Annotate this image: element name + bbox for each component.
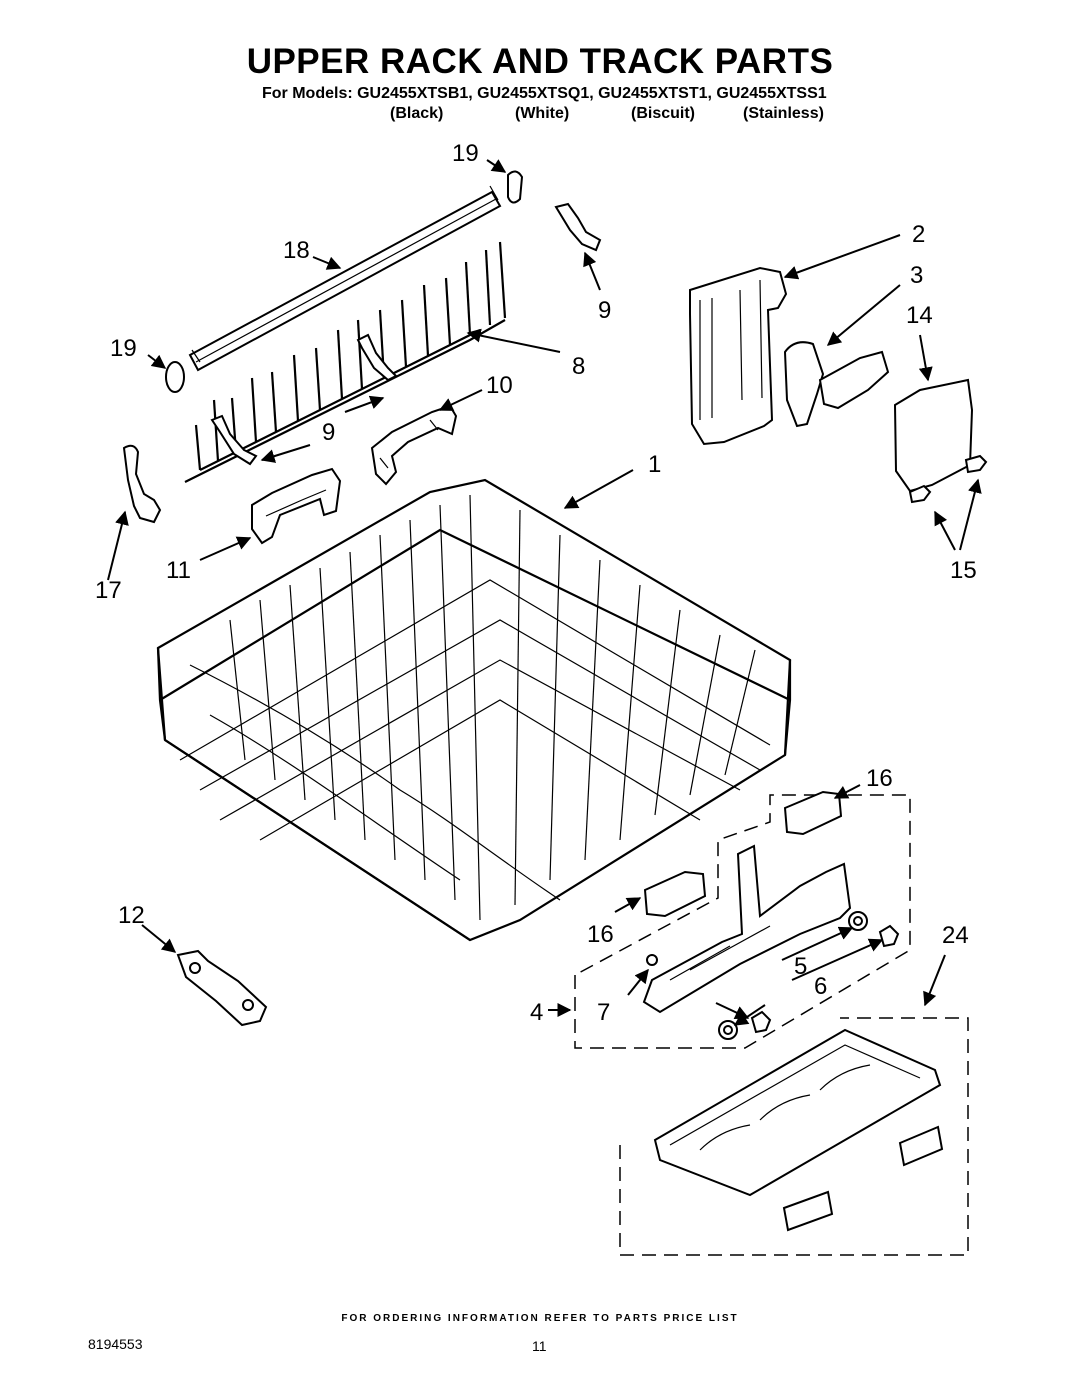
callout-9-top: 9 <box>598 297 611 324</box>
callout-18: 18 <box>283 237 310 264</box>
part-6-axle <box>878 924 900 948</box>
part-10-bracket <box>370 404 458 486</box>
callout-11: 11 <box>166 557 191 584</box>
callout-16-right: 16 <box>866 765 893 792</box>
part-15-screw-b <box>964 454 988 474</box>
part-11-clip <box>251 467 342 545</box>
part-12-bracket <box>176 949 268 1027</box>
color-stainless: (Stainless) <box>743 105 824 122</box>
part-1-upper-rack <box>156 478 792 942</box>
callout-10: 10 <box>486 372 513 399</box>
part-18-rail <box>188 185 502 372</box>
callout-7: 7 <box>597 999 610 1026</box>
ordering-note: FOR ORDERING INFORMATION REFER TO PARTS … <box>341 1313 739 1324</box>
part-7-wheel <box>718 1020 738 1040</box>
part-19-end-cap-top <box>507 170 524 204</box>
part-24-group <box>619 1017 969 1256</box>
callout-17: 17 <box>95 577 122 604</box>
color-biscuit: (Biscuit) <box>631 105 695 122</box>
page-title: UPPER RACK AND TRACK PARTS <box>246 42 834 81</box>
callout-1: 1 <box>648 451 661 478</box>
part-2-track <box>689 266 788 446</box>
callout-4: 4 <box>530 999 543 1026</box>
callout-2: 2 <box>912 221 925 248</box>
document-number: 8194553 <box>88 1336 143 1352</box>
callout-16-left: 16 <box>587 921 614 948</box>
part-3-stop <box>783 341 890 428</box>
callout-19-top: 19 <box>452 140 479 167</box>
page-number: 11 <box>532 1338 547 1354</box>
callout-3: 3 <box>910 262 923 289</box>
part-9-clip-top <box>554 202 602 252</box>
part-9-clip-low <box>210 414 258 466</box>
part-7-axle <box>750 1010 772 1034</box>
part-19-end-cap-left <box>165 361 185 393</box>
part-14-cover <box>893 378 974 493</box>
part-9-clip-mid <box>356 333 398 382</box>
callout-9-low: 9 <box>322 419 335 446</box>
part-15-screw-a <box>908 484 932 504</box>
part-5-wheel <box>848 911 868 931</box>
callout-15: 15 <box>950 557 977 584</box>
callout-6: 6 <box>814 973 827 1000</box>
callout-5: 5 <box>794 953 807 980</box>
part-17-hook <box>122 444 162 524</box>
models-line: For Models: GU2455XTSB1, GU2455XTSQ1, GU… <box>262 85 827 102</box>
callout-8: 8 <box>572 353 585 380</box>
callout-19-left: 19 <box>110 335 137 362</box>
part-16-slide-a <box>643 870 707 918</box>
part-7-pin <box>646 954 658 966</box>
part-8-tine-row <box>184 241 507 483</box>
callout-24: 24 <box>942 922 969 949</box>
color-black: (Black) <box>390 105 444 122</box>
part-16-slide-b <box>783 790 843 836</box>
color-white: (White) <box>515 105 570 122</box>
callout-14: 14 <box>906 302 933 329</box>
part-4-group <box>574 794 911 1049</box>
leader-lines <box>107 159 982 1026</box>
callout-12: 12 <box>118 902 145 929</box>
